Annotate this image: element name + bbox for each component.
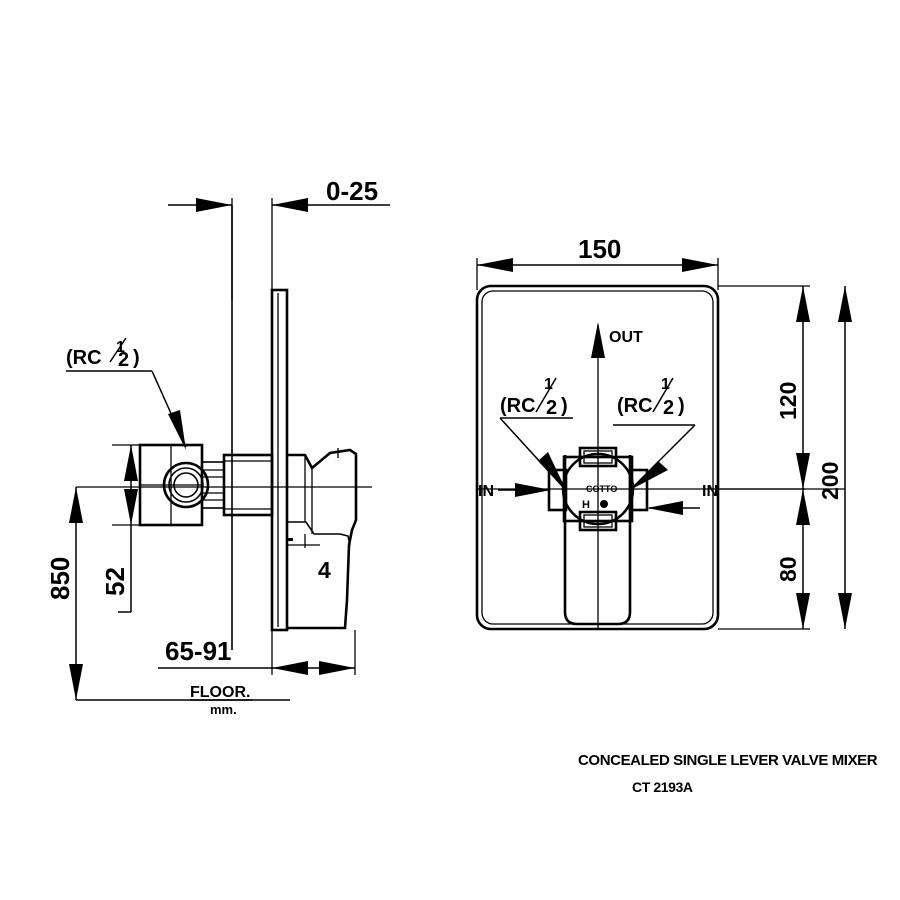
thread-callout-front-left-prefix: (RC: [500, 395, 536, 417]
dimension-label-valve-body-height: 52: [100, 567, 130, 596]
dimension-height-from-floor: 850: [45, 487, 83, 700]
valve-hot-mark: H: [582, 499, 590, 511]
floor-label: FLOOR.: [190, 684, 250, 701]
thread-callout-front-left: (RC 1 2 ): [499, 376, 573, 490]
inlet-right-group: IN: [647, 483, 718, 515]
inlet-left-label: IN: [478, 483, 494, 500]
front-elevation-group: 150 COTTO H: [475, 234, 852, 631]
dimension-projection: 0-25: [168, 176, 390, 300]
thread-callout-side-suffix: ): [133, 347, 140, 369]
units-label: mm.: [210, 702, 237, 717]
dimension-plate-height: 200: [817, 286, 852, 629]
valve-body-side: [138, 443, 274, 527]
dimension-label-lever-clearance: 4: [318, 557, 331, 583]
cover-plate-side: [270, 288, 289, 632]
thread-callout-front-right-denominator: 2: [663, 397, 674, 419]
thread-callout-side-denominator: 2: [118, 349, 129, 371]
dimension-center-offsets: 120 80: [718, 285, 810, 630]
dimension-label-plate-height: 200: [817, 462, 843, 500]
model-code-label: CT 2193A: [632, 779, 693, 795]
thread-callout-front-left-suffix: ): [561, 395, 568, 417]
thread-callout-front-right-suffix: ): [678, 395, 685, 417]
dimension-label-wall-depth-range: 65-91: [165, 636, 232, 666]
thread-callout-front-right-prefix: (RC: [617, 395, 653, 417]
thread-callout-side-prefix: (RC: [66, 347, 102, 369]
dimension-label-projection: 0-25: [326, 176, 378, 206]
thread-callout-side: (RC 1 2 ): [66, 337, 187, 450]
thread-callout-front-left-numerator: 1: [544, 376, 553, 393]
title-block: CONCEALED SINGLE LEVER VALVE MIXER CT 21…: [578, 752, 878, 795]
dimension-plate-width: 150: [476, 234, 719, 290]
dimension-label-center-to-bottom: 80: [775, 556, 801, 582]
dimension-label-center-to-top: 120: [775, 382, 801, 420]
thread-callout-front-right: (RC 1 2 ): [613, 376, 696, 490]
dimension-label-height-from-floor: 850: [45, 557, 75, 600]
dimension-valve-body-height: 52: [100, 444, 146, 613]
inlet-right-label: IN: [702, 483, 718, 500]
inlet-left-group: IN: [478, 483, 551, 500]
valve-cold-mark: [600, 500, 608, 508]
thread-callout-front-left-denominator: 2: [546, 397, 557, 419]
dimension-label-plate-width: 150: [578, 234, 621, 264]
floor-units-labels: FLOOR. mm.: [190, 684, 252, 717]
lever-handle-side: 4: [287, 448, 358, 630]
outlet-arrow-group: OUT: [591, 322, 643, 358]
product-name-label: CONCEALED SINGLE LEVER VALVE MIXER: [578, 752, 878, 769]
dimension-wall-depth-range: 65-91: [158, 630, 356, 675]
outlet-label: OUT: [609, 329, 643, 346]
thread-callout-front-right-numerator: 1: [661, 376, 670, 393]
side-elevation-group: 0-25: [45, 176, 390, 717]
